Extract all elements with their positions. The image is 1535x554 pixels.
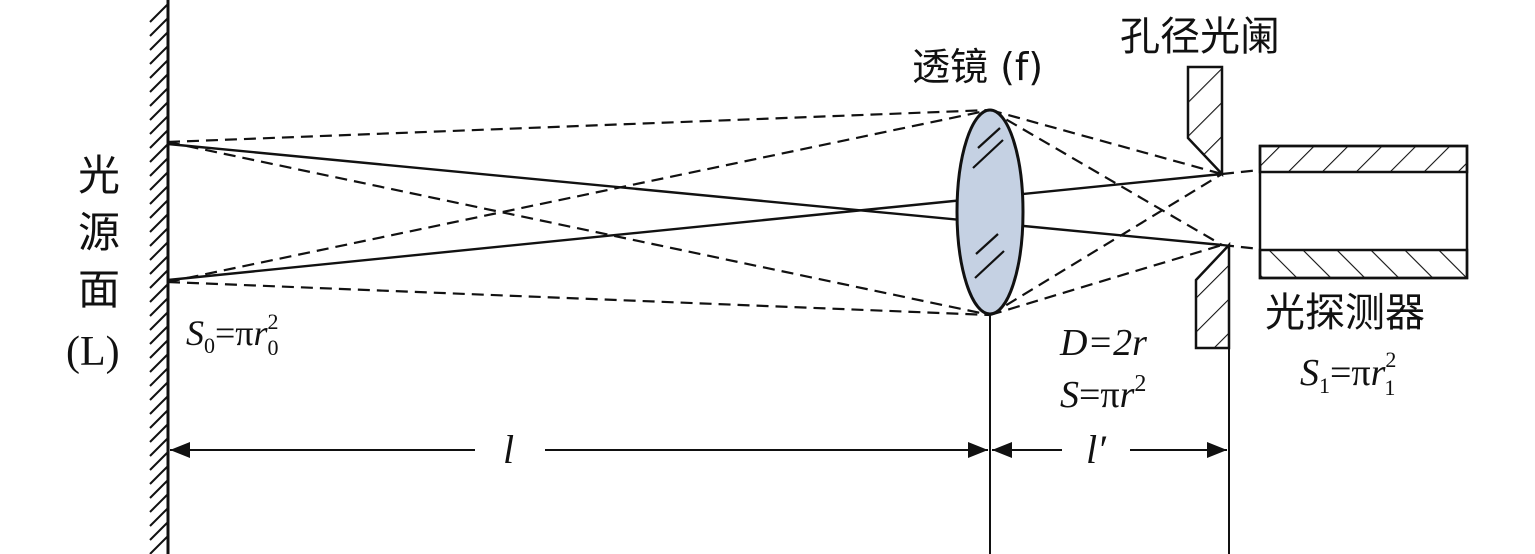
source-label: 光 源 面 (L)	[66, 151, 120, 375]
detector-label: 光探测器	[1265, 290, 1425, 336]
distance-l-prime-label: l′	[1086, 427, 1107, 472]
wall-hatch-line	[149, 3, 169, 23]
source-label-char-2: 源	[78, 208, 120, 257]
distance-l-label: l	[503, 427, 514, 472]
wall-hatch-line	[149, 199, 169, 219]
wall-hatch-line	[149, 45, 169, 65]
wall-hatch-line	[149, 535, 169, 554]
wall-hatch-line	[149, 115, 169, 135]
wall-hatch-line	[149, 213, 169, 233]
source-label-symbol: (L)	[66, 329, 120, 375]
wall-hatch-line	[149, 409, 169, 429]
wall-hatch-line	[149, 479, 169, 499]
wall-hatch-line	[149, 101, 169, 121]
wall-hatch-line	[149, 283, 169, 303]
wall-hatch-line	[149, 269, 169, 289]
aperture-area-formula: S=πr2	[1060, 371, 1146, 416]
wall-hatch-line	[149, 297, 169, 317]
wall-hatch-line	[149, 59, 169, 79]
wall-hatch-line	[149, 73, 169, 93]
wall-hatch-line	[149, 465, 169, 485]
wall-hatching	[149, 3, 169, 554]
wall-hatch-line	[149, 17, 169, 37]
aperture-stop	[1186, 65, 1231, 554]
wall-hatch-line	[149, 507, 169, 527]
wall-hatch-line	[149, 451, 169, 471]
wall-hatch-line	[149, 423, 169, 443]
wall-hatch-line	[149, 255, 169, 275]
wall-hatch-line	[149, 129, 169, 149]
lens	[955, 108, 1025, 554]
wall-hatch-line	[149, 493, 169, 513]
wall-hatch-line	[149, 395, 169, 415]
wall-hatch-line	[149, 521, 169, 541]
aperture-diameter-formula: D=2r	[1059, 322, 1147, 364]
wall-hatch-line	[149, 171, 169, 191]
wall-hatch-line	[149, 353, 169, 373]
source-label-char-3: 面	[78, 265, 120, 314]
wall-hatch-line	[149, 339, 169, 359]
lens-label: 透镜 (f)	[912, 45, 1043, 89]
light-source-surface	[149, 0, 170, 554]
wall-hatch-line	[149, 87, 169, 107]
dashed-rays	[167, 108, 1261, 317]
wall-hatch-line	[149, 227, 169, 247]
wall-hatch-line	[149, 31, 169, 51]
source-label-char-1: 光	[78, 151, 120, 200]
wall-hatch-line	[149, 311, 169, 331]
wall-hatch-line	[149, 367, 169, 387]
wall-hatch-line	[149, 241, 169, 261]
aperture-label: 孔径光阑	[1120, 14, 1280, 60]
wall-hatch-line	[149, 185, 169, 205]
wall-hatch-line	[149, 157, 169, 177]
photodetector	[1258, 144, 1469, 280]
wall-hatch-line	[149, 143, 169, 163]
chief-rays	[167, 142, 1223, 282]
wall-hatch-line	[149, 437, 169, 457]
wall-hatch-line	[149, 381, 169, 401]
wall-hatch-line	[149, 325, 169, 345]
